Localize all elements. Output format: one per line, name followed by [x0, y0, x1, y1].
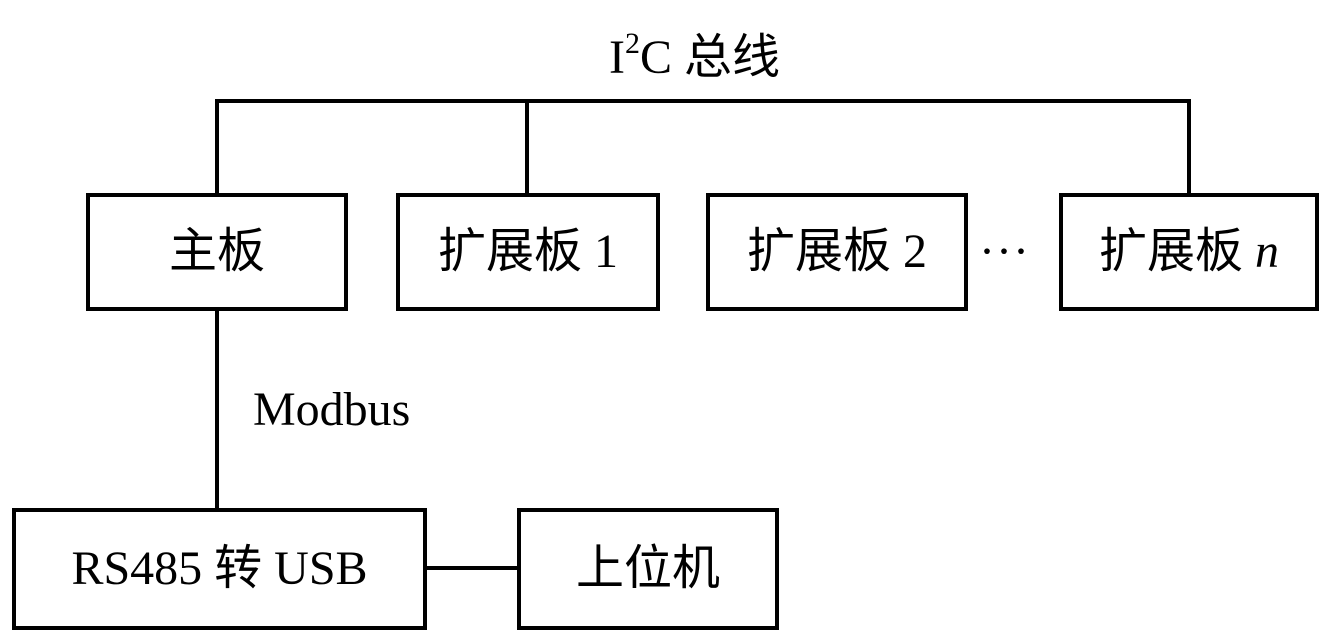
i2c-bus-label: I2C 总线 [609, 27, 781, 84]
ellipsis: ··· [979, 225, 1030, 278]
main-board-label: 主板 [168, 225, 265, 278]
host-computer-label: 上位机 [575, 542, 720, 595]
host-computer: 上位机 [517, 508, 779, 630]
expansion-board-1: 扩展板 1 [396, 193, 660, 311]
rs485-usb-converter: RS485 转 USB [12, 508, 427, 630]
usb-link-line [427, 566, 521, 570]
modbus-label: Modbus [253, 383, 411, 436]
modbus-line [215, 311, 219, 511]
bus-drop-extn [1187, 99, 1191, 196]
expansion-board-n: 扩展板 n [1059, 193, 1319, 311]
bus-drop-main [215, 99, 219, 197]
expansion-board-1-label: 扩展板 1 [437, 225, 618, 278]
main-board: 主板 [86, 193, 348, 311]
expansion-board-2-label: 扩展板 2 [746, 225, 927, 278]
expansion-board-2: 扩展板 2 [706, 193, 968, 311]
i2c-bus-line [215, 99, 1191, 103]
bus-drop-ext1 [525, 99, 529, 197]
rs485-usb-converter-label: RS485 转 USB [71, 542, 368, 595]
expansion-board-n-label: 扩展板 n [1098, 225, 1279, 278]
